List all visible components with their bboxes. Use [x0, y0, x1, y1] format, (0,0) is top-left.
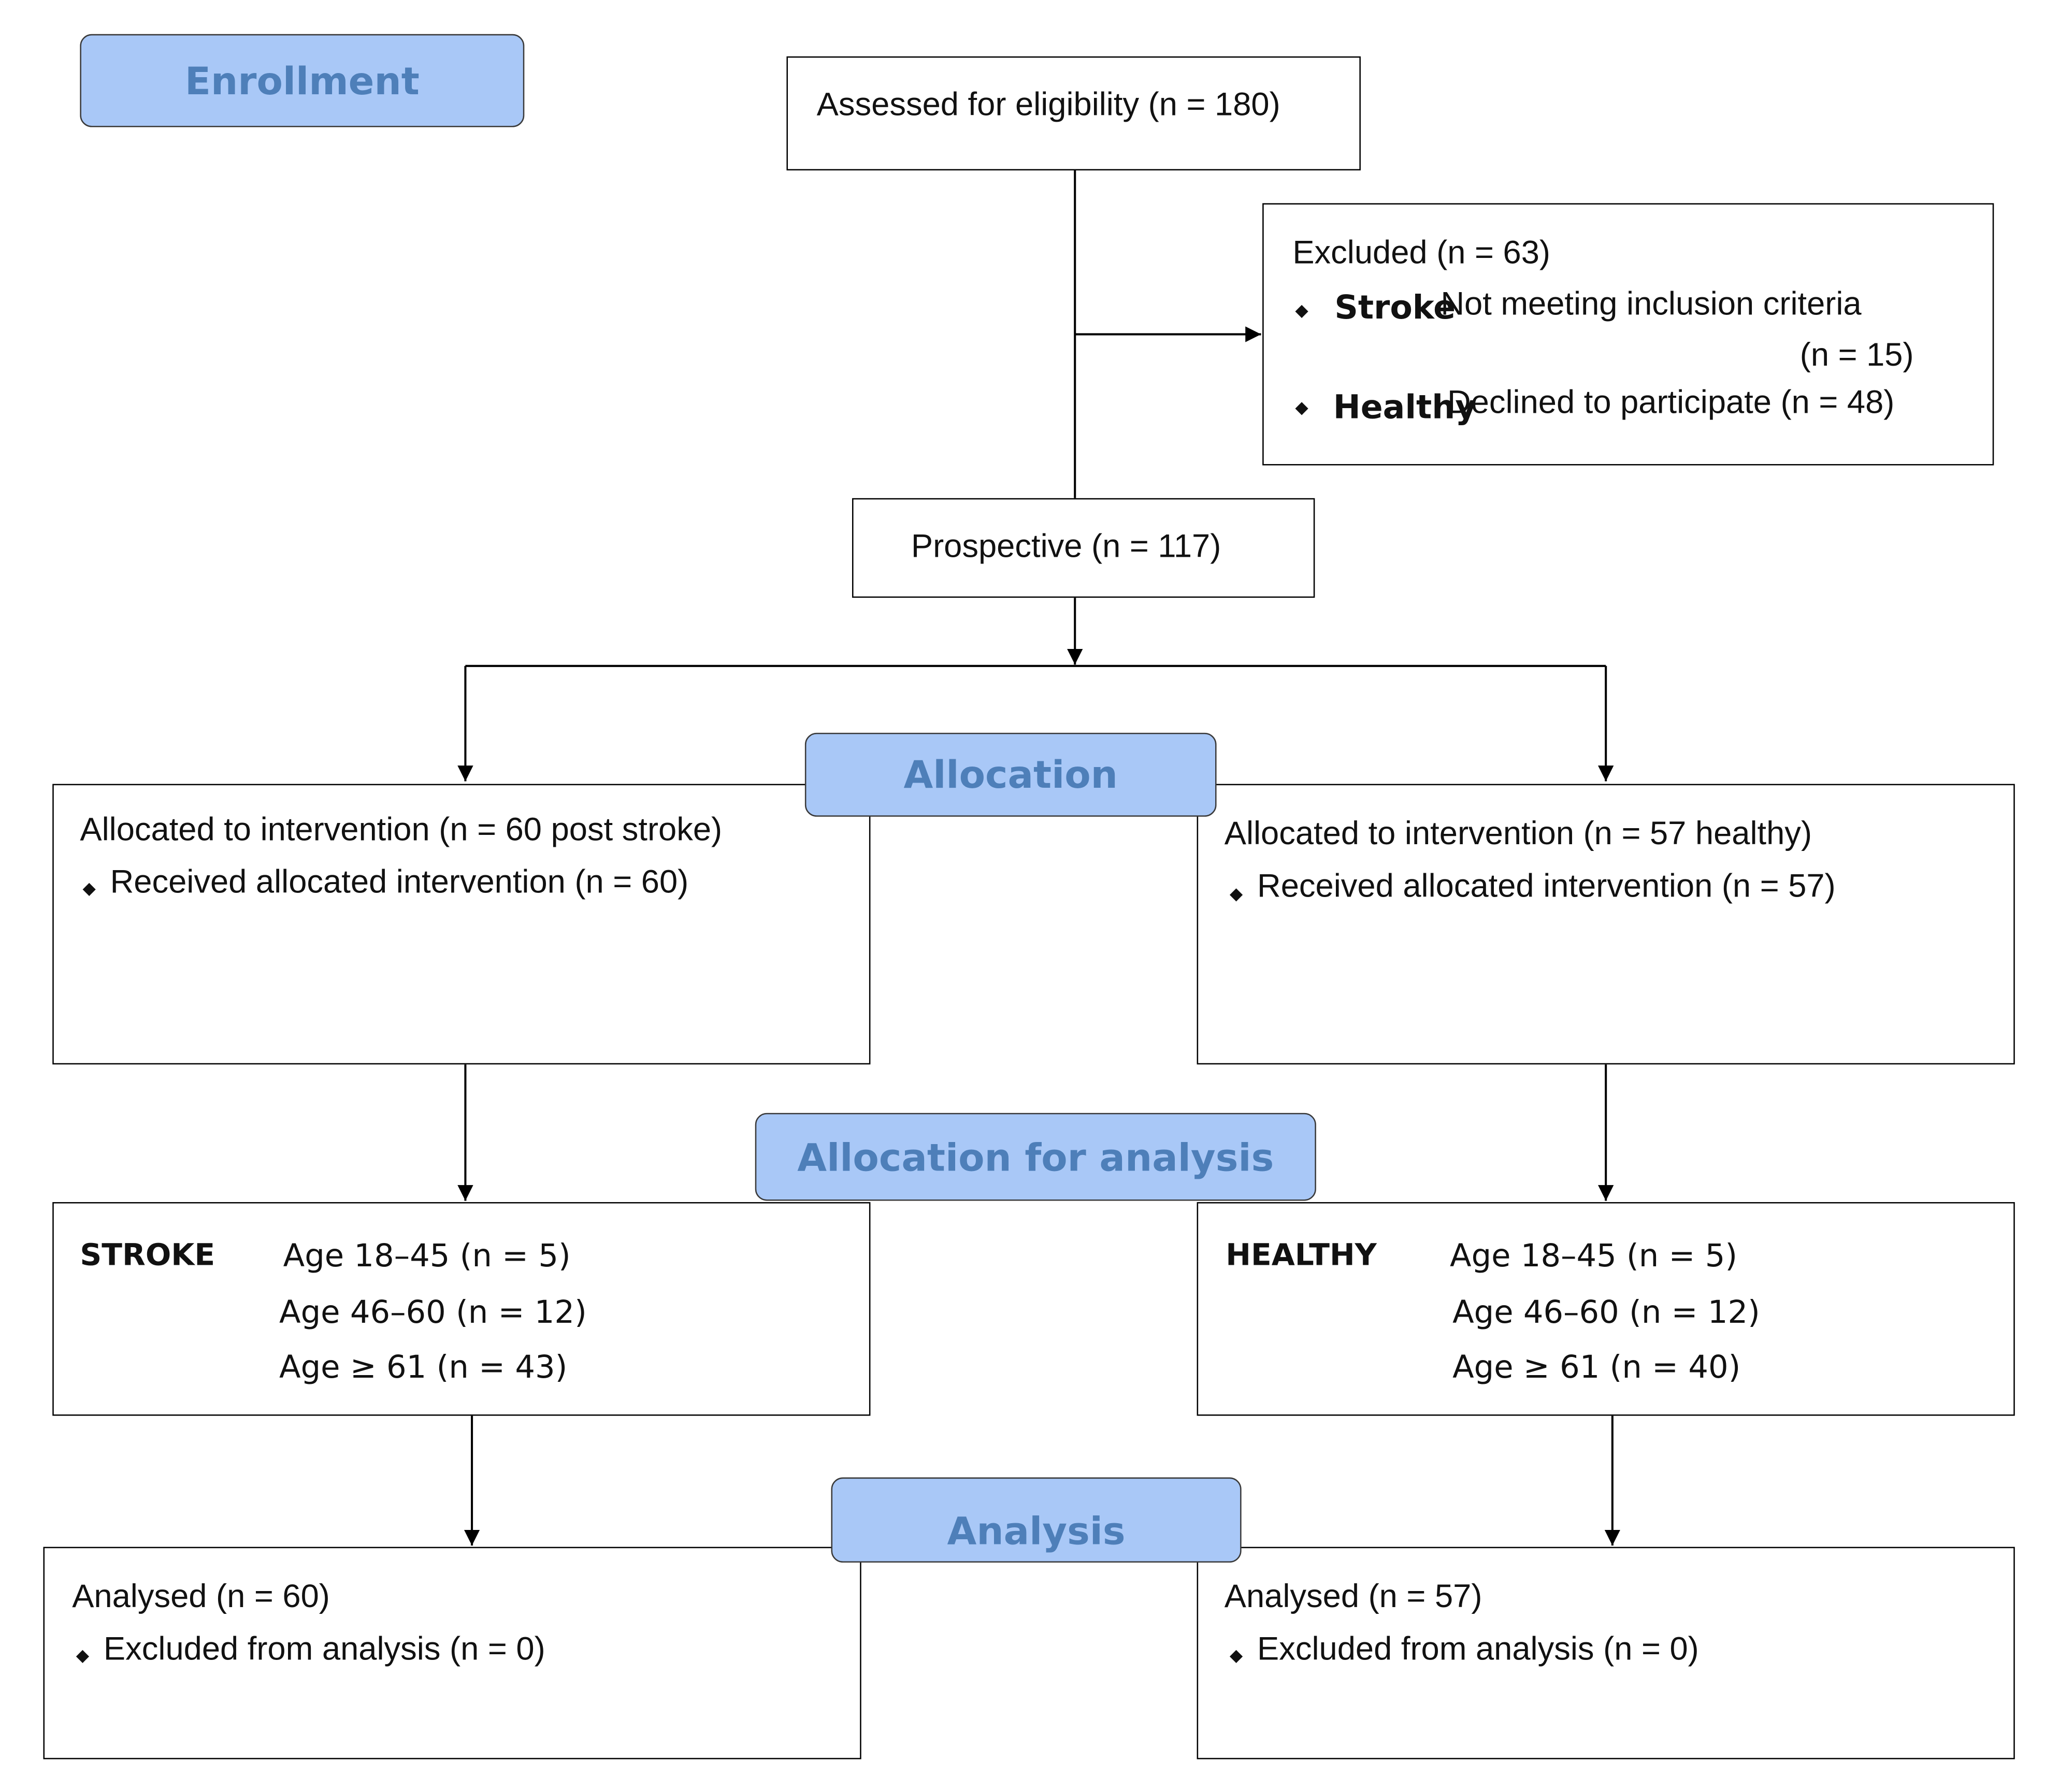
prospective-text: Prospective (n = 117)	[911, 528, 1221, 565]
excluded-title: Excluded (n = 63)	[1292, 235, 1551, 271]
phase-analysis: Analysis	[831, 1477, 1242, 1563]
excluded-item2-text: Declined to participate (n = 48)	[1447, 384, 1895, 421]
phase-allocation-for-analysis: Allocation for analysis	[755, 1112, 1316, 1201]
left-analysis-item: Excluded from analysis (n = 0)	[103, 1630, 545, 1668]
stroke-age-line: Age 46–60 (n = 12)	[279, 1294, 587, 1331]
right-analysis-title: Analysed (n = 57)	[1224, 1578, 1482, 1615]
right-allocation-title: Allocated to intervention (n = 57 health…	[1224, 815, 1812, 852]
left-allocation-box: Allocated to intervention (n = 60 post s…	[52, 784, 871, 1065]
stroke-box: STROKE Age 18–45 (n = 5) Age 46–60 (n = …	[52, 1202, 871, 1416]
healthy-age-line: Age 46–60 (n = 12)	[1452, 1294, 1760, 1331]
bullet-icon: ◆	[76, 1645, 90, 1665]
left-analysis-title: Analysed (n = 60)	[72, 1578, 330, 1615]
healthy-box: HEALTHY Age 18–45 (n = 5) Age 46–60 (n =…	[1197, 1202, 2015, 1416]
excluded-healthy-tag: Healthy	[1333, 388, 1477, 426]
phase-allocation: Allocation	[804, 732, 1217, 817]
stroke-age-line: Age 18–45 (n = 5)	[283, 1237, 571, 1275]
right-analysis-item: Excluded from analysis (n = 0)	[1257, 1630, 1699, 1668]
right-allocation-item: Received allocated intervention (n = 57)	[1257, 868, 1836, 905]
stroke-age-line: Age ≥ 61 (n = 43)	[279, 1349, 568, 1386]
healthy-label: HEALTHY	[1226, 1238, 1377, 1273]
excluded-item1-count: (n = 15)	[1799, 337, 1914, 374]
healthy-age-line: Age ≥ 61 (n = 40)	[1452, 1349, 1741, 1386]
assessed-text: Assessed for eligibility (n = 180)	[816, 86, 1280, 123]
prospective-box: Prospective (n = 117)	[852, 498, 1315, 598]
excluded-stroke-tag: Stroke	[1334, 288, 1456, 327]
right-allocation-box: Allocated to intervention (n = 57 health…	[1197, 784, 2015, 1065]
stroke-label: STROKE	[80, 1238, 215, 1273]
assessed-box: Assessed for eligibility (n = 180)	[786, 56, 1361, 171]
healthy-age-line: Age 18–45 (n = 5)	[1450, 1237, 1738, 1275]
right-analysis-box: Analysed (n = 57) ◆ Excluded from analys…	[1197, 1547, 2015, 1759]
phase-enrollment: Enrollment	[80, 34, 525, 127]
excluded-box: Excluded (n = 63) ◆ Stroke Not meeting i…	[1262, 203, 1994, 466]
bullet-icon: ◆	[1295, 397, 1308, 417]
bullet-icon: ◆	[1229, 1645, 1243, 1665]
left-allocation-item: Received allocated intervention (n = 60)	[110, 863, 689, 901]
left-allocation-title: Allocated to intervention (n = 60 post s…	[80, 811, 723, 848]
bullet-icon: ◆	[82, 878, 96, 898]
excluded-item1-text: Not meeting inclusion criteria	[1441, 285, 1862, 323]
left-analysis-box: Analysed (n = 60) ◆ Excluded from analys…	[43, 1547, 861, 1759]
bullet-icon: ◆	[1229, 883, 1243, 903]
bullet-icon: ◆	[1295, 300, 1308, 320]
